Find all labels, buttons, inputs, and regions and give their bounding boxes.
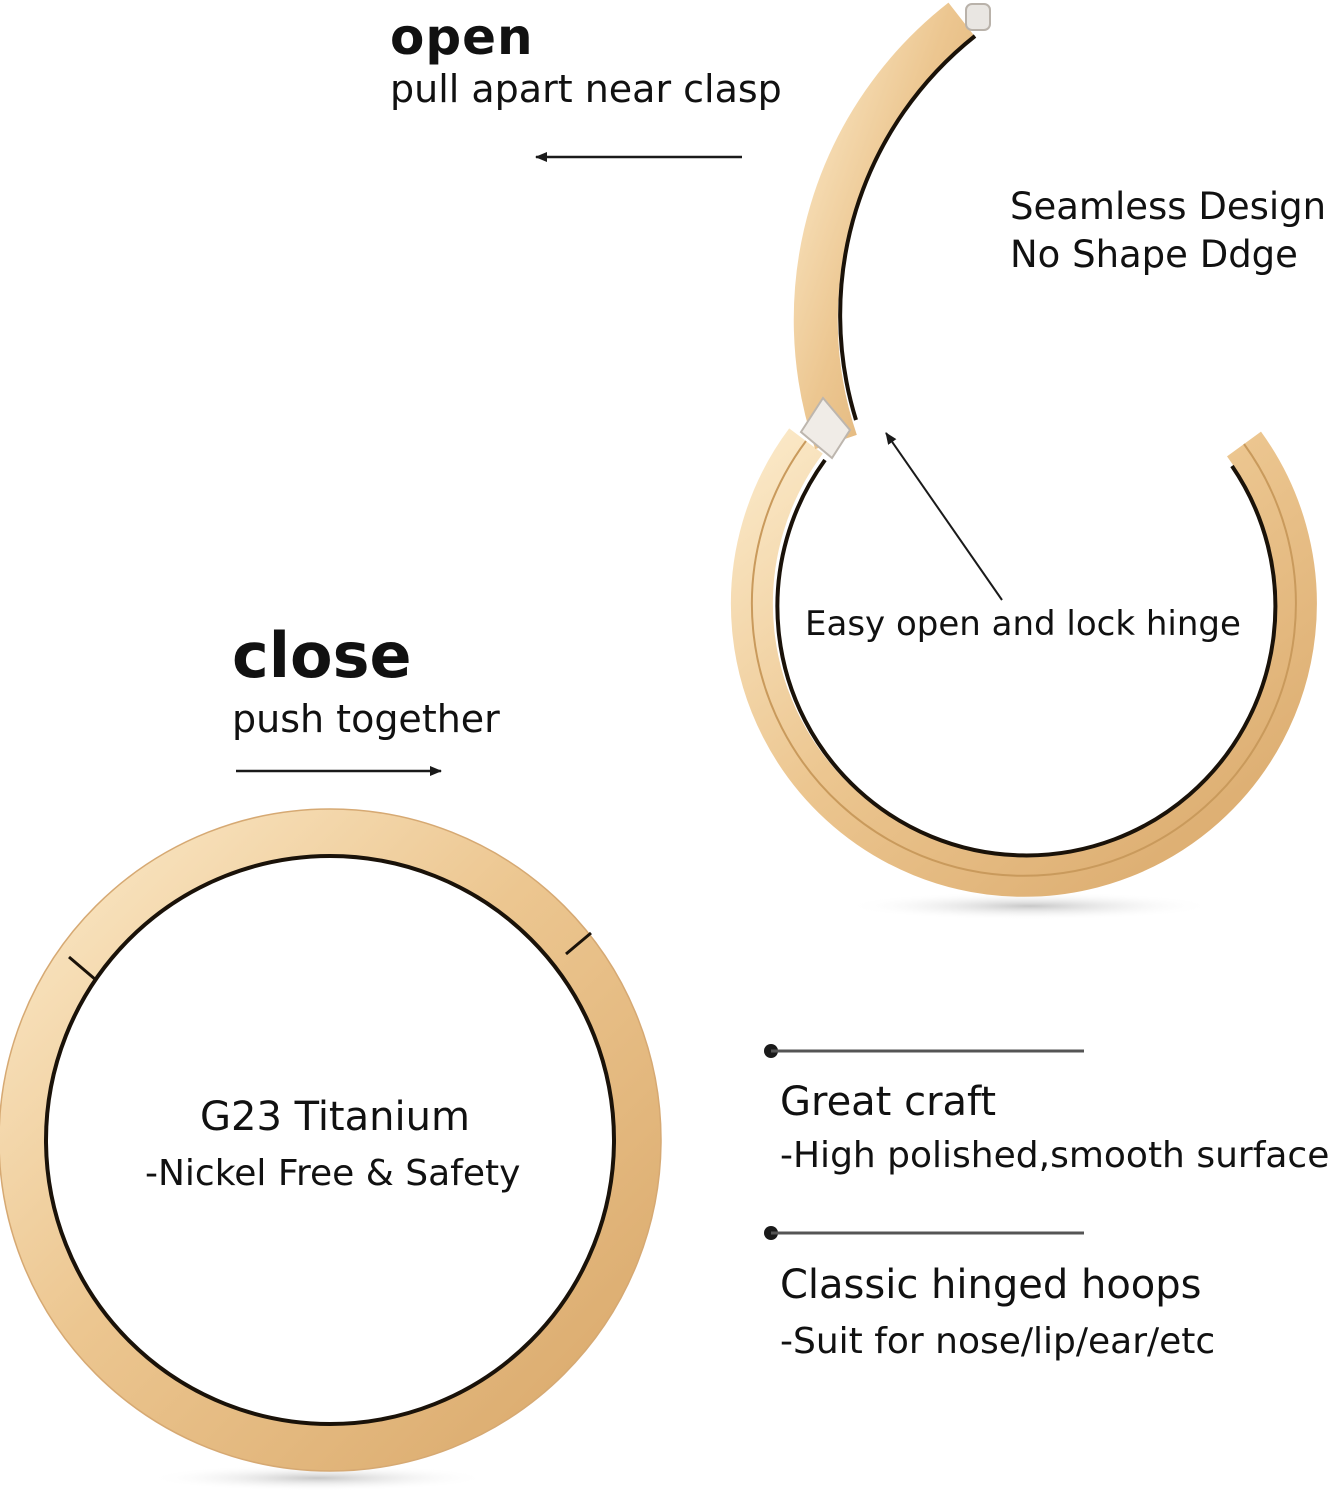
close-subtitle: push together xyxy=(232,697,500,741)
close-title: close xyxy=(232,619,412,692)
feature-desc-great-craft: -High polished,smooth surface xyxy=(780,1135,1330,1176)
feature-title-great-craft: Great craft xyxy=(780,1079,997,1125)
feature-title-classic-hoops: Classic hinged hoops xyxy=(780,1262,1202,1308)
material-title: G23 Titanium xyxy=(200,1094,470,1140)
seamless-line-1: Seamless Design xyxy=(1010,185,1327,228)
open-subtitle: pull apart near clasp xyxy=(390,67,782,111)
closed-hoop-image xyxy=(0,808,662,1491)
material-subtitle: -Nickel Free & Safety xyxy=(145,1153,521,1194)
feature-desc-classic-hoops: -Suit for nose/lip/ear/etc xyxy=(780,1321,1216,1362)
seamless-line-2: No Shape Ddge xyxy=(1010,233,1298,276)
feature-divider-2 xyxy=(764,1226,1084,1240)
pointer-arrow-icon xyxy=(885,432,1003,601)
hinge-label: Easy open and lock hinge xyxy=(805,604,1241,644)
open-hoop-image xyxy=(730,2,1317,920)
feature-divider-1 xyxy=(764,1044,1084,1058)
open-title: open xyxy=(390,8,534,66)
